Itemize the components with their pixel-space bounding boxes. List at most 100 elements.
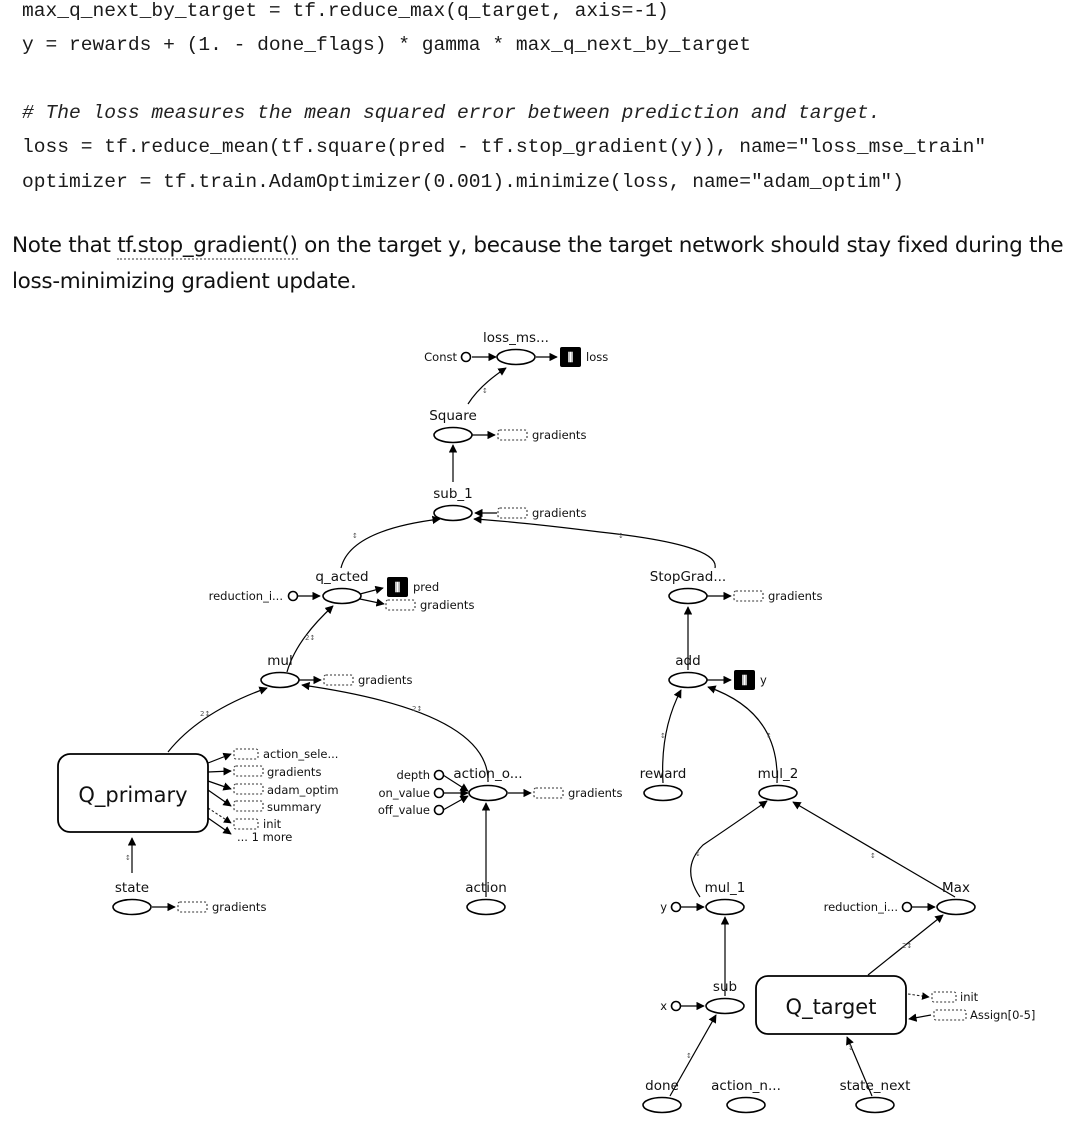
node-done-label: done bbox=[645, 1078, 679, 1094]
svg-text:2↕: 2↕ bbox=[305, 634, 315, 642]
node-stopgrad-label: StopGrad... bbox=[650, 569, 726, 585]
svg-text:↕: ↕ bbox=[352, 532, 358, 540]
assign-label: Assign[0-5] bbox=[970, 1008, 1035, 1022]
node-on-value-label: on_value bbox=[379, 786, 431, 800]
node-y-const[interactable]: y bbox=[660, 900, 682, 914]
node-loss-ms-label: loss_ms... bbox=[483, 330, 549, 346]
gradients-label: gradients bbox=[212, 900, 266, 914]
node-x-const[interactable]: x bbox=[660, 999, 682, 1013]
node-reward-label: reward bbox=[640, 766, 687, 782]
summary-icon: ⫴ bbox=[742, 674, 747, 689]
node-off-value[interactable]: off_value bbox=[378, 803, 445, 817]
node-action-label: action bbox=[465, 880, 507, 896]
node-state-label: state bbox=[115, 880, 149, 896]
node-mul-2[interactable]: mul_2 bbox=[758, 766, 799, 802]
code-line-1: max_q_next_by_target = tf.reduce_max(q_t… bbox=[22, 0, 669, 22]
node-depth[interactable]: depth bbox=[397, 768, 445, 782]
gradients-square[interactable]: gradients bbox=[497, 428, 586, 442]
note-text-start: Note that bbox=[12, 233, 118, 258]
node-mul-2-label: mul_2 bbox=[758, 766, 799, 782]
gradients-state[interactable]: gradients bbox=[177, 900, 266, 914]
node-action[interactable]: action bbox=[465, 880, 507, 916]
node-stopgrad[interactable]: StopGrad... bbox=[650, 569, 726, 605]
q-target-summaries: init Assign[0-5] bbox=[931, 990, 1035, 1022]
gradients-action-one-hot[interactable]: gradients bbox=[533, 786, 622, 800]
node-state[interactable]: state bbox=[112, 880, 152, 916]
summary-pred[interactable]: ⫴ pred bbox=[387, 577, 439, 597]
svg-text:↕: ↕ bbox=[766, 732, 772, 740]
summary-y-label: y bbox=[760, 673, 767, 687]
node-sub-label: sub bbox=[713, 979, 737, 995]
node-on-value[interactable]: on_value bbox=[379, 786, 445, 800]
node-mul-1-label: mul_1 bbox=[705, 880, 746, 896]
node-depth-label: depth bbox=[397, 768, 430, 782]
init-label: init bbox=[263, 817, 282, 831]
node-action-one-hot[interactable]: action_o... bbox=[453, 766, 523, 802]
summary-pred-label: pred bbox=[413, 580, 439, 594]
group-q-target[interactable]: Q_target bbox=[755, 975, 907, 1035]
gradients-q-acted[interactable]: gradients bbox=[385, 598, 474, 612]
init-label: init bbox=[960, 990, 979, 1004]
node-y-const-label: y bbox=[660, 900, 667, 914]
summary-y[interactable]: ⫴ y bbox=[734, 670, 767, 690]
action-sele-label: action_sele... bbox=[263, 747, 338, 761]
gradients-label: gradients bbox=[358, 673, 412, 687]
svg-text:↕: ↕ bbox=[686, 1052, 692, 1060]
group-q-target-label: Q_target bbox=[786, 995, 877, 1020]
summary-loss[interactable]: ⫴ loss bbox=[560, 347, 608, 367]
adam-optim-label: adam_optim bbox=[267, 783, 339, 797]
svg-text:2↕: 2↕ bbox=[902, 942, 912, 950]
code-line-4: loss = tf.reduce_mean(tf.square(pred - t… bbox=[22, 136, 987, 158]
gradients-label: gradients bbox=[532, 506, 586, 520]
node-square[interactable]: Square bbox=[429, 408, 477, 444]
node-state-next[interactable]: state_next bbox=[840, 1078, 911, 1114]
summary-icon: ⫴ bbox=[395, 581, 400, 596]
node-done[interactable]: done bbox=[642, 1078, 682, 1114]
node-add[interactable]: add bbox=[668, 653, 708, 689]
node-q-acted[interactable]: q_acted bbox=[315, 569, 369, 605]
q-primary-summaries: action_sele... gradients adam_optim summ… bbox=[233, 747, 339, 844]
node-const[interactable]: Const bbox=[424, 350, 472, 364]
node-max-label: Max bbox=[942, 880, 970, 896]
svg-text:↕: ↕ bbox=[482, 387, 488, 395]
node-state-next-label: state_next bbox=[840, 1078, 911, 1094]
svg-text:↕: ↕ bbox=[660, 732, 666, 740]
node-reduction-indices-2[interactable]: reduction_i... bbox=[824, 900, 913, 914]
node-sub-1-label: sub_1 bbox=[433, 486, 473, 502]
svg-text:↕: ↕ bbox=[848, 1044, 854, 1052]
node-off-value-label: off_value bbox=[378, 803, 430, 817]
gradients-label: gradients bbox=[420, 598, 474, 612]
gradients-label: gradients bbox=[532, 428, 586, 442]
node-action-next[interactable]: action_n... bbox=[711, 1078, 781, 1114]
node-reward[interactable]: reward bbox=[640, 766, 687, 802]
gradients-stopgrad[interactable]: gradients bbox=[733, 589, 822, 603]
svg-text:↕: ↕ bbox=[618, 532, 624, 540]
svg-text:↕: ↕ bbox=[695, 850, 701, 858]
node-loss-ms[interactable]: loss_ms... bbox=[483, 330, 549, 366]
stop-gradient-link[interactable]: tf.stop_gradient() bbox=[117, 233, 298, 260]
node-q-acted-label: q_acted bbox=[315, 569, 368, 585]
code-line-2: y = rewards + (1. - done_flags) * gamma … bbox=[22, 34, 752, 56]
node-x-const-label: x bbox=[660, 999, 667, 1013]
node-add-label: add bbox=[675, 653, 700, 669]
node-max[interactable]: Max bbox=[936, 880, 976, 916]
gradients-label: gradients bbox=[768, 589, 822, 603]
node-sub[interactable]: sub bbox=[705, 979, 745, 1015]
node-action-next-label: action_n... bbox=[711, 1078, 781, 1094]
node-reduction-indices-2-label: reduction_i... bbox=[824, 900, 898, 914]
svg-text:↕: ↕ bbox=[125, 854, 131, 862]
node-const-label: Const bbox=[424, 350, 457, 364]
node-sub-1[interactable]: sub_1 bbox=[433, 486, 473, 522]
code-comment: # The loss measures the mean squared err… bbox=[22, 102, 881, 124]
group-q-primary[interactable]: Q_primary bbox=[57, 753, 209, 833]
summary-icon: ⫴ bbox=[568, 351, 573, 366]
gradients-mul[interactable]: gradients bbox=[323, 673, 412, 687]
node-reduction-indices-1[interactable]: reduction_i... bbox=[209, 589, 299, 603]
node-mul-1[interactable]: mul_1 bbox=[705, 880, 746, 916]
code-line-5: optimizer = tf.train.AdamOptimizer(0.001… bbox=[22, 171, 904, 193]
svg-text:2↕: 2↕ bbox=[412, 705, 422, 713]
gradients-sub-1[interactable]: gradients bbox=[497, 506, 586, 520]
note-paragraph: Note that tf.stop_gradient() on the targ… bbox=[12, 228, 1072, 300]
node-mul[interactable]: mul bbox=[260, 653, 300, 689]
